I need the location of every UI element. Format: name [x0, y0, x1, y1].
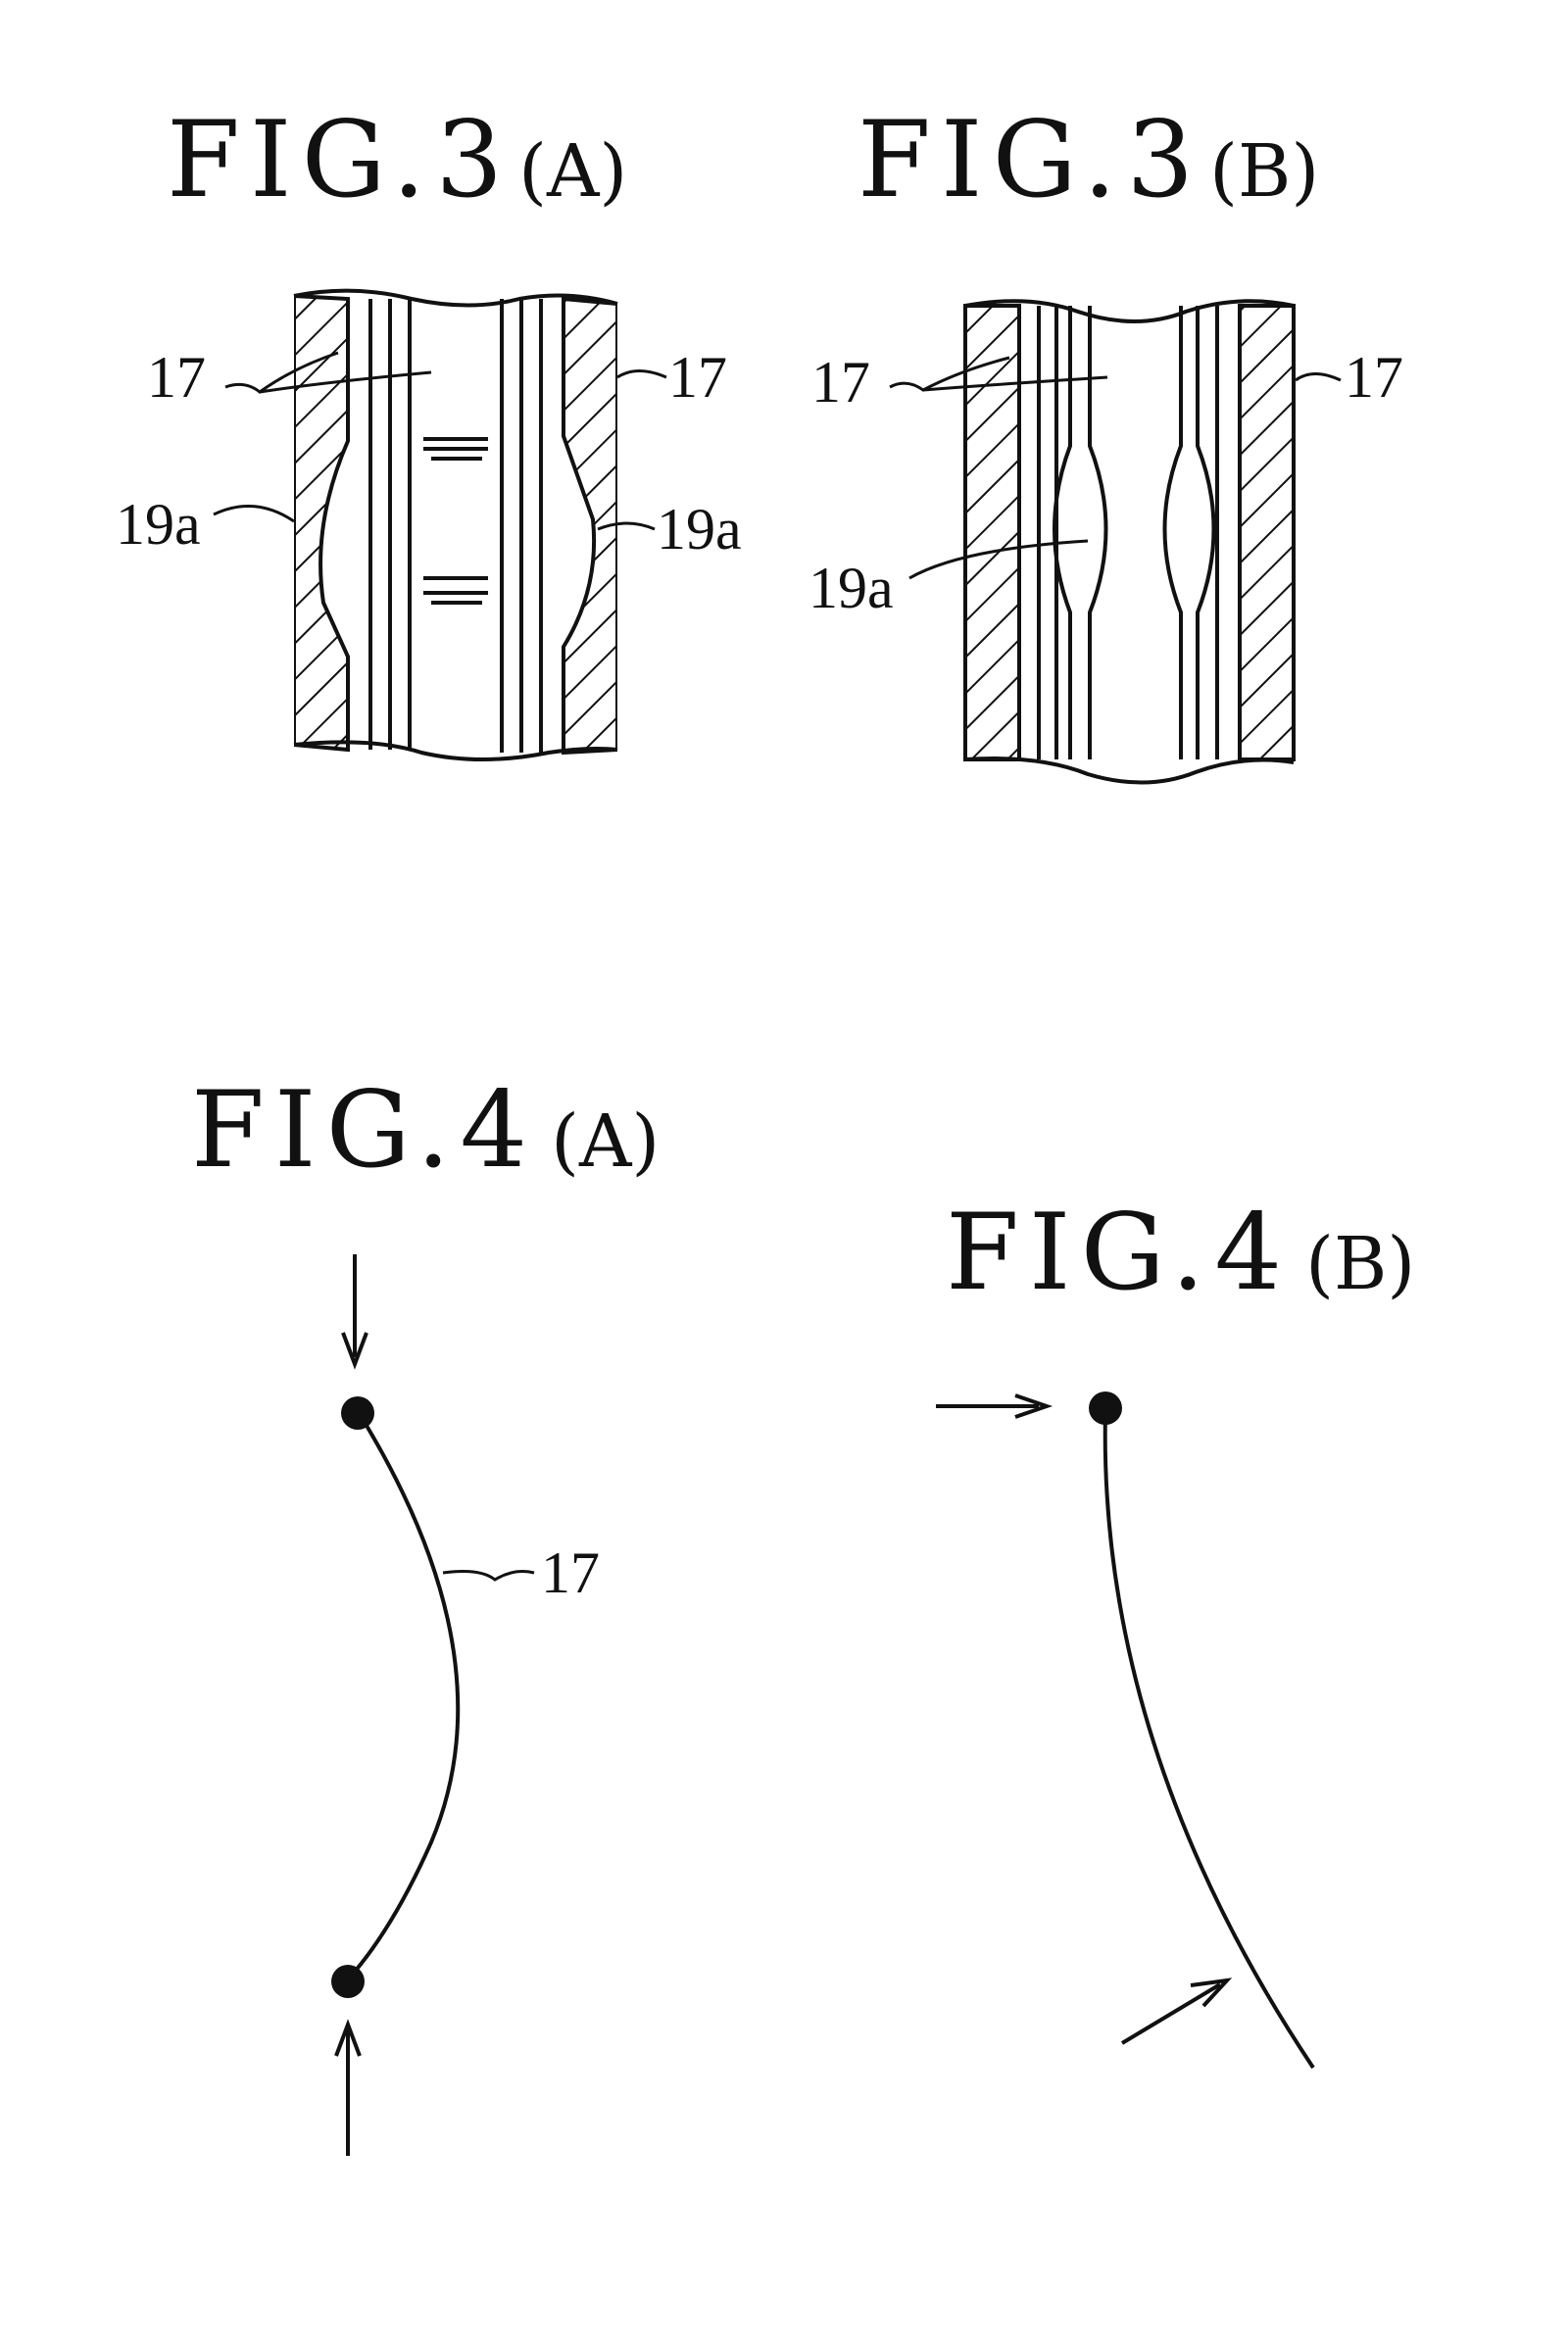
figure-4b-title: FIG.4(B): [946, 1192, 1415, 1314]
tube-section-3a: [294, 296, 617, 753]
ref-17-4a: 17: [541, 1540, 600, 1605]
bent-member-curve-4b: [1105, 1411, 1313, 2068]
bottom-pivot-point-4a: [331, 1965, 365, 1998]
left-wall-3b: [965, 306, 1019, 759]
top-pivot-point-4a: [341, 1396, 374, 1430]
figure-3b: FIG.3(B) 17 17 19a: [808, 99, 1403, 783]
figure-4b: FIG.4(B): [936, 1192, 1415, 2068]
ref-17-right-3b: 17: [1345, 345, 1403, 410]
figure-4a-title: FIG.4(A): [191, 1069, 660, 1192]
left-wall-3a: [294, 296, 348, 750]
ref-17-left-3b: 17: [811, 350, 870, 415]
up-arrow-4a: [336, 2025, 360, 2156]
ref-19a-left-3a: 19a: [116, 492, 201, 557]
down-arrow-4a: [343, 1254, 367, 1364]
figure-4a: FIG.4(A) 17: [191, 1069, 660, 2156]
diagonal-arrow-4b: [1122, 1980, 1227, 2043]
figure-3a-title: FIG.3(A): [167, 99, 627, 221]
figure-3b-title: FIG.3(B): [858, 99, 1319, 221]
figure-3a: FIG.3(A): [116, 99, 742, 759]
right-arrow-4b: [936, 1395, 1047, 1417]
bent-member-curve-4a: [348, 1411, 458, 1979]
ref-19a-right-3a: 19a: [657, 497, 742, 562]
leader-line-4a: [443, 1572, 534, 1580]
ref-19a-3b: 19a: [808, 556, 894, 620]
tube-section-3b: [965, 306, 1294, 759]
right-wall-3b: [1240, 306, 1294, 759]
ref-17-right-3a: 17: [668, 345, 727, 410]
ref-17-left-3a: 17: [147, 345, 206, 410]
